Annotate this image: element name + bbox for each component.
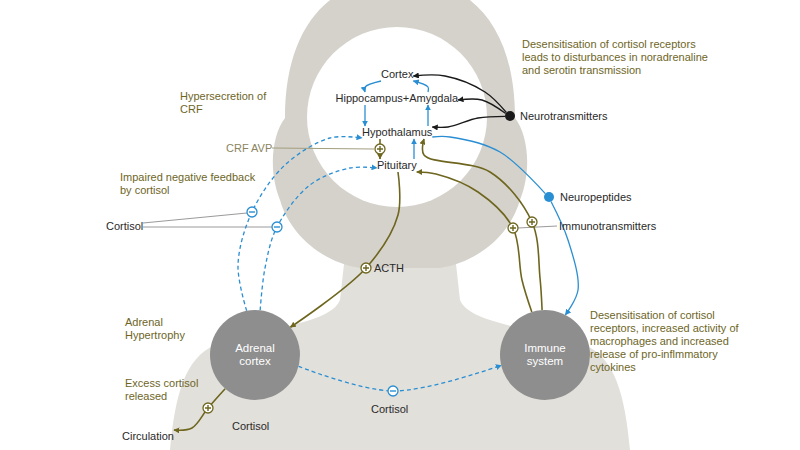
signal-arrow xyxy=(432,116,505,127)
signal-arrow xyxy=(290,172,399,327)
node-label: Pituitary xyxy=(377,159,417,172)
brain-area xyxy=(307,27,487,207)
signal-arrow xyxy=(432,137,545,194)
annotation: Desensitisation of cortisol receptors le… xyxy=(522,38,717,77)
organ-circle: Immune system xyxy=(500,310,590,400)
shoulders xyxy=(170,255,630,450)
node-label: Neurotransmitters xyxy=(520,110,607,123)
node-label: Hippocampus+Amygdala xyxy=(336,92,459,105)
signal-arrow xyxy=(551,202,578,315)
plus-sign xyxy=(203,403,213,413)
plus-sign xyxy=(527,217,537,227)
edge-label: Cortisol xyxy=(371,403,408,416)
edge-label: Cortisol xyxy=(232,420,269,433)
signal-arrow xyxy=(413,139,414,159)
dot-shape xyxy=(505,111,515,121)
annotation: Desensitisation of cortisol receptors, i… xyxy=(590,309,762,374)
circle-text: Adrenal cortex xyxy=(210,310,300,400)
signal-arrow xyxy=(458,99,506,113)
signal-arrow xyxy=(379,139,381,159)
signal-arrow xyxy=(413,81,428,92)
head xyxy=(273,0,527,268)
leader-line xyxy=(143,213,247,223)
circle-text: Immune system xyxy=(500,310,590,400)
edge-label: ACTH xyxy=(374,262,404,275)
leader-line xyxy=(272,148,374,149)
signal-dot: Neuropeptides xyxy=(544,192,554,202)
plus-sign xyxy=(508,223,518,233)
leader-line xyxy=(143,227,272,228)
node-label: Circulation xyxy=(122,430,174,443)
signal-arrow xyxy=(427,105,428,126)
brain-region: Cortex xyxy=(381,68,413,81)
organ-circle: Adrenal cortex xyxy=(210,310,300,400)
signal-arrow xyxy=(174,389,225,430)
dot-fill xyxy=(544,192,554,202)
leader-line xyxy=(518,226,557,228)
dot-shape xyxy=(544,192,554,202)
annotation: Immunotransmitters xyxy=(559,220,656,233)
node-label: Immune system xyxy=(514,342,576,368)
annotation: Hypersecretion of CRF xyxy=(180,90,270,116)
node-label: Hypothalamus xyxy=(362,126,432,139)
minus-sign xyxy=(272,222,282,232)
brain-region: Pituitary xyxy=(377,159,417,172)
annotation: Impaired negative feedback by cortisol xyxy=(120,171,268,197)
node-label: Adrenal cortex xyxy=(224,342,286,368)
feedback-arrow xyxy=(299,365,502,391)
annotation: Cortisol xyxy=(106,220,143,233)
feedback-arrow xyxy=(238,137,362,311)
node-label: Cortex xyxy=(381,68,413,81)
circle-fill xyxy=(500,310,590,400)
target-label: Circulation xyxy=(122,430,174,443)
circle-fill xyxy=(210,310,300,400)
brain-region: Hippocampus+Amygdala xyxy=(336,92,459,105)
signal-dot: Neurotransmitters xyxy=(505,111,515,121)
dot-fill xyxy=(505,111,515,121)
annotation: Adrenal Hypertrophy xyxy=(125,316,205,342)
signal-arrow xyxy=(364,105,365,126)
edge-label: CRF AVP xyxy=(226,142,272,155)
signal-arrow xyxy=(422,139,542,310)
feedback-arrow xyxy=(260,167,377,310)
brain-region: Hypothalamus xyxy=(362,126,432,139)
node-label: Neuropeptides xyxy=(560,191,632,204)
plus-sign xyxy=(375,144,385,154)
signal-arrow xyxy=(365,81,381,92)
minus-sign xyxy=(247,207,257,217)
minus-sign xyxy=(388,386,398,396)
signal-arrow xyxy=(417,172,532,312)
annotation: Excess cortisol released xyxy=(125,377,220,403)
plus-sign xyxy=(361,263,371,273)
